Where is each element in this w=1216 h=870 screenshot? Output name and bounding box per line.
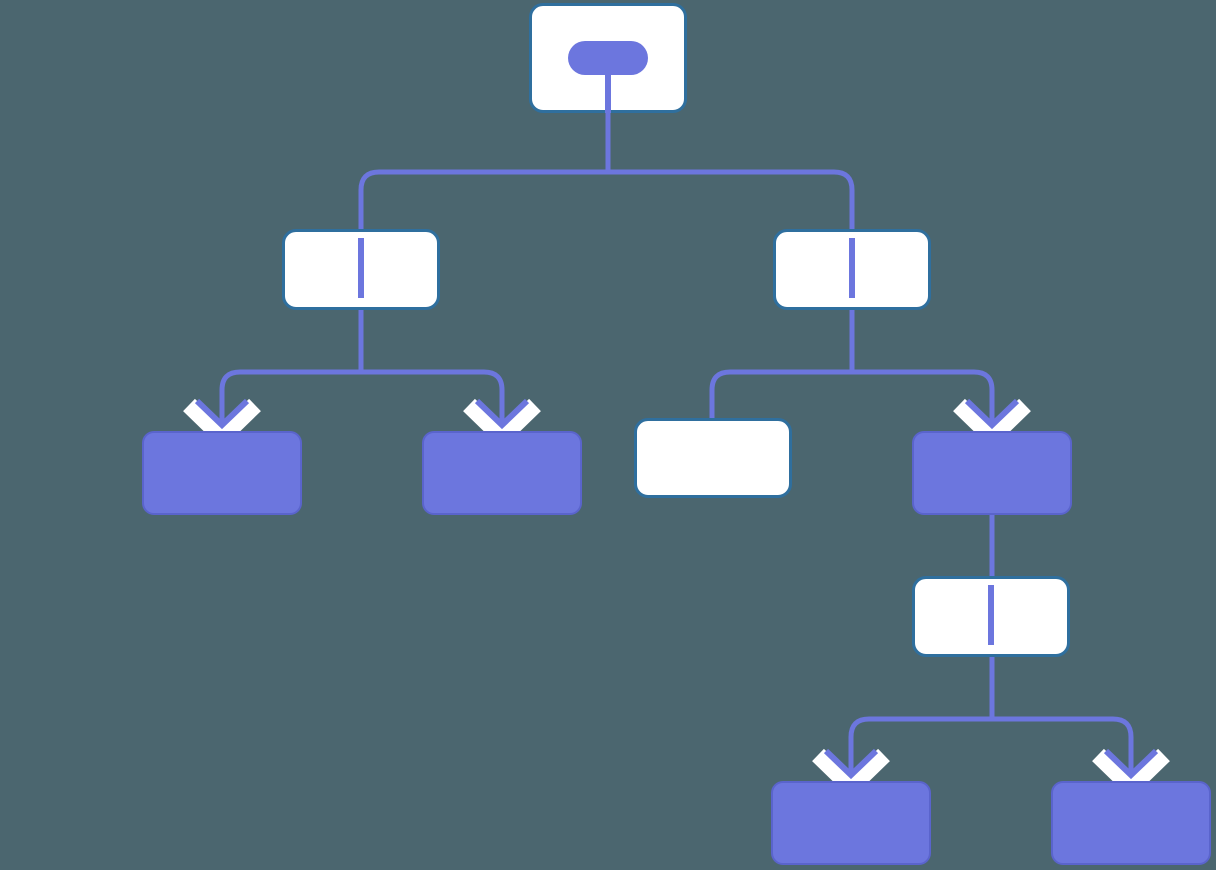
connector-e-l4-l5b (992, 716, 1134, 790)
chevron-purple-icon (1103, 748, 1159, 780)
connector-e-l2right-l3c (709, 369, 852, 418)
node-l4-inner-line (988, 585, 994, 645)
node-l5-b[interactable] (1051, 781, 1211, 865)
node-l5-a[interactable] (771, 781, 931, 865)
node-l3-b[interactable] (422, 431, 582, 515)
node-l2-left-inner-line (358, 238, 364, 298)
node-l3-c[interactable] (634, 418, 792, 498)
connector-e-l4-l5a (848, 716, 992, 790)
connector-e-l2left-l3b (361, 369, 505, 440)
chevron-purple-icon (474, 398, 530, 430)
node-l3-a[interactable] (142, 431, 302, 515)
node-l3-d[interactable] (912, 431, 1072, 515)
connector-e-l2left-l3a (219, 369, 361, 440)
node-l2-right-inner-line (849, 238, 855, 298)
connector-e-bus-l2right (608, 169, 855, 229)
chevron-purple-icon (964, 398, 1020, 430)
node-root-stem (605, 75, 611, 113)
connector-edges (219, 113, 1134, 790)
chevron-purple-icon (194, 398, 250, 430)
connector-e-l2right-l3d (852, 369, 995, 440)
chevron-purple-icon (823, 748, 879, 780)
connector-e-bus-l2left (358, 169, 608, 229)
node-root-pill (568, 41, 648, 75)
